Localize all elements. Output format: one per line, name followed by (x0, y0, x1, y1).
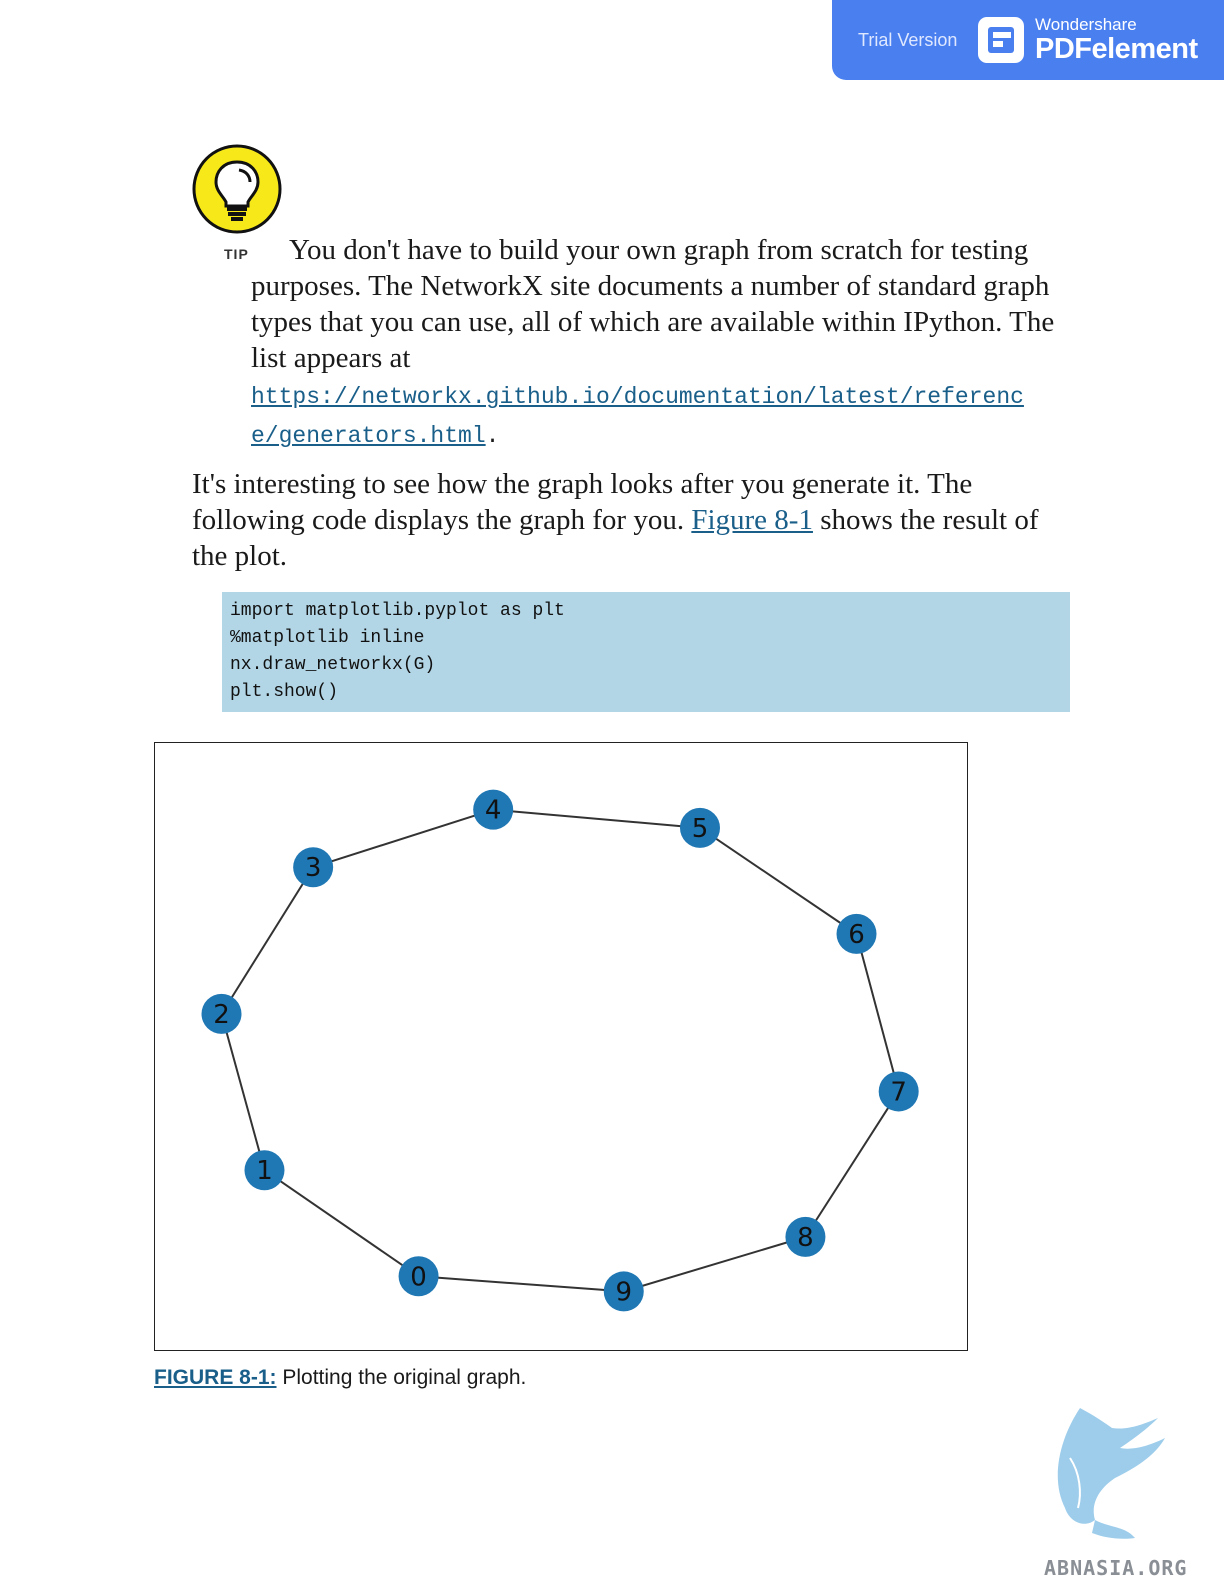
graph-edge-0-1 (263, 1169, 420, 1278)
graph-edge-9-0 (418, 1275, 624, 1293)
graph-edge-1-2 (220, 1013, 266, 1171)
graph-node-7 (878, 1071, 919, 1112)
graph-node-label-4: 4 (485, 796, 502, 826)
brand-big: PDFelement (1035, 33, 1198, 65)
code-line: plt.show() (230, 682, 339, 702)
graph-node-5 (679, 807, 720, 848)
link-line-1: https://networkx.github.io/documentation… (251, 384, 1024, 410)
tip-text: You don't have to build your own graph f… (251, 232, 1071, 376)
lightbulb-icon (192, 144, 282, 234)
paragraph-text-before: It's interesting to see how the graph lo… (192, 468, 973, 536)
graph-node-label-0: 0 (410, 1262, 427, 1292)
graph-node-9 (603, 1271, 644, 1312)
graph-node-4 (473, 789, 514, 830)
brand-name: Wondershare PDFelement (1035, 15, 1198, 65)
code-line: %matplotlib inline (230, 628, 425, 648)
graph-node-label-1: 1 (256, 1156, 273, 1186)
paragraph-text-after: shows the result of the plot. (192, 504, 1039, 572)
graph-edge-2-3 (220, 866, 314, 1015)
tip-label: TIP (224, 246, 249, 262)
link-period: . (485, 423, 500, 449)
graph-edge-4-5 (493, 808, 701, 829)
tip-body: You don't have to build your own graph f… (251, 234, 1055, 374)
graph-node-label-3: 3 (305, 853, 322, 883)
figure-caption: FIGURE 8-1: Plotting the original graph. (154, 1366, 526, 1390)
graph-node-label-8: 8 (797, 1223, 814, 1253)
trial-banner[interactable]: Trial Version Wondershare PDFelement (832, 0, 1224, 80)
graph-edge-5-6 (699, 827, 858, 935)
code-line: import matplotlib.pyplot as plt (230, 601, 565, 621)
graph-edge-3-4 (312, 808, 494, 869)
link-line-2: e/generators.html (251, 423, 486, 449)
graph-node-1 (244, 1150, 285, 1191)
watermark-text: ABNASIA.ORG (1044, 1556, 1188, 1580)
body-paragraph: It's interesting to see how the graph lo… (192, 466, 1072, 574)
graph-node-3 (293, 847, 334, 888)
code-block: import matplotlib.pyplot as plt %matplot… (222, 592, 1070, 712)
trial-version-label: Trial Version (858, 29, 958, 50)
graph-node-6 (836, 913, 877, 954)
graph-edge-8-9 (623, 1235, 806, 1293)
griffin-logo-icon (1057, 1408, 1165, 1539)
caption-ref[interactable]: FIGURE 8-1: (154, 1366, 277, 1389)
graph-edge-7-8 (804, 1090, 900, 1238)
generators-link[interactable]: https://networkx.github.io/documentation… (251, 384, 1024, 449)
graph-node-8 (785, 1216, 826, 1257)
graph-node-label-6: 6 (848, 920, 865, 950)
code-line: nx.draw_networkx(G) (230, 655, 436, 675)
graph-node-label-7: 7 (890, 1077, 907, 1107)
network-graph: 0 1 2 3 4 5 6 7 8 9 (201, 789, 919, 1312)
pdfelement-logo-icon (978, 17, 1024, 63)
graph-node-0 (398, 1256, 439, 1297)
graph-edge-6-7 (855, 933, 900, 1092)
abnasia-watermark: ABNASIA.ORG (1040, 1398, 1224, 1584)
graph-node-label-5: 5 (692, 814, 709, 844)
graph-node-2 (201, 993, 242, 1034)
figure-ref-link[interactable]: Figure 8-1 (691, 504, 813, 536)
brand-small: Wondershare (1035, 15, 1137, 34)
graph-node-label-9: 9 (615, 1277, 632, 1307)
network-figure: 0 1 2 3 4 5 6 7 8 9 (154, 742, 968, 1351)
caption-text: Plotting the original graph. (276, 1366, 527, 1389)
tip-link-block: https://networkx.github.io/documentation… (251, 378, 1081, 456)
graph-node-label-2: 2 (213, 1000, 230, 1030)
